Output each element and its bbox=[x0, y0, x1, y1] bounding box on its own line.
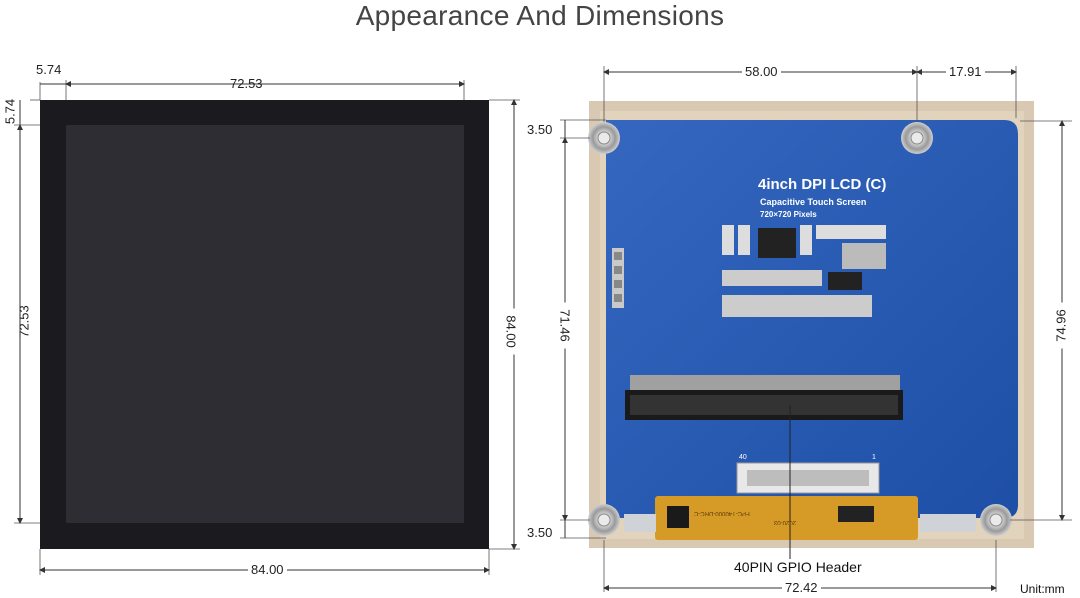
front-active-height-label: 72.53 bbox=[16, 305, 32, 338]
gpio-header-label: 40PIN GPIO Header bbox=[732, 559, 864, 575]
board-pixels: 720×720 Pixels bbox=[760, 210, 817, 219]
back-hole-bottom-inset-label: 3.50 bbox=[527, 525, 553, 540]
board-subtitle: Capacitive Touch Screen bbox=[760, 197, 867, 207]
front-left-offset-label: 5.74 bbox=[36, 62, 62, 77]
back-hole-spacing-top-label: 58.00 bbox=[742, 64, 781, 79]
front-top-offset-label: 5.74 bbox=[2, 98, 18, 125]
lcd-active-area bbox=[66, 125, 464, 523]
back-right-height-label: 74.96 bbox=[1053, 302, 1069, 349]
fpc-pin-1-label: 1 bbox=[872, 454, 876, 461]
fpc-part-number: FPC-T40000-DRC-C bbox=[694, 510, 750, 516]
components-area bbox=[722, 225, 886, 317]
gpio-header bbox=[625, 375, 903, 420]
board-title: 4inch DPI LCD (C) bbox=[758, 176, 887, 193]
unit-label: Unit:mm bbox=[1020, 582, 1065, 596]
front-outer-height-label: 84.00 bbox=[503, 308, 519, 355]
back-hole-top-inset-label: 3.50 bbox=[527, 122, 553, 137]
back-hole-edge-top-label: 17.91 bbox=[946, 64, 985, 79]
fpc-cable bbox=[655, 496, 918, 540]
back-view bbox=[560, 66, 1072, 592]
fpc-pin-40-label: 40 bbox=[739, 454, 747, 461]
back-bottom-width-label: 72.42 bbox=[782, 580, 821, 595]
back-left-height-label: 71.46 bbox=[557, 302, 573, 349]
front-view bbox=[14, 80, 520, 575]
page-title: Appearance And Dimensions bbox=[355, 0, 725, 31]
fpc-date: 2020-03 bbox=[774, 519, 797, 525]
front-active-width-label: 72.53 bbox=[230, 76, 263, 91]
front-outer-width-label: 84.00 bbox=[248, 562, 287, 577]
